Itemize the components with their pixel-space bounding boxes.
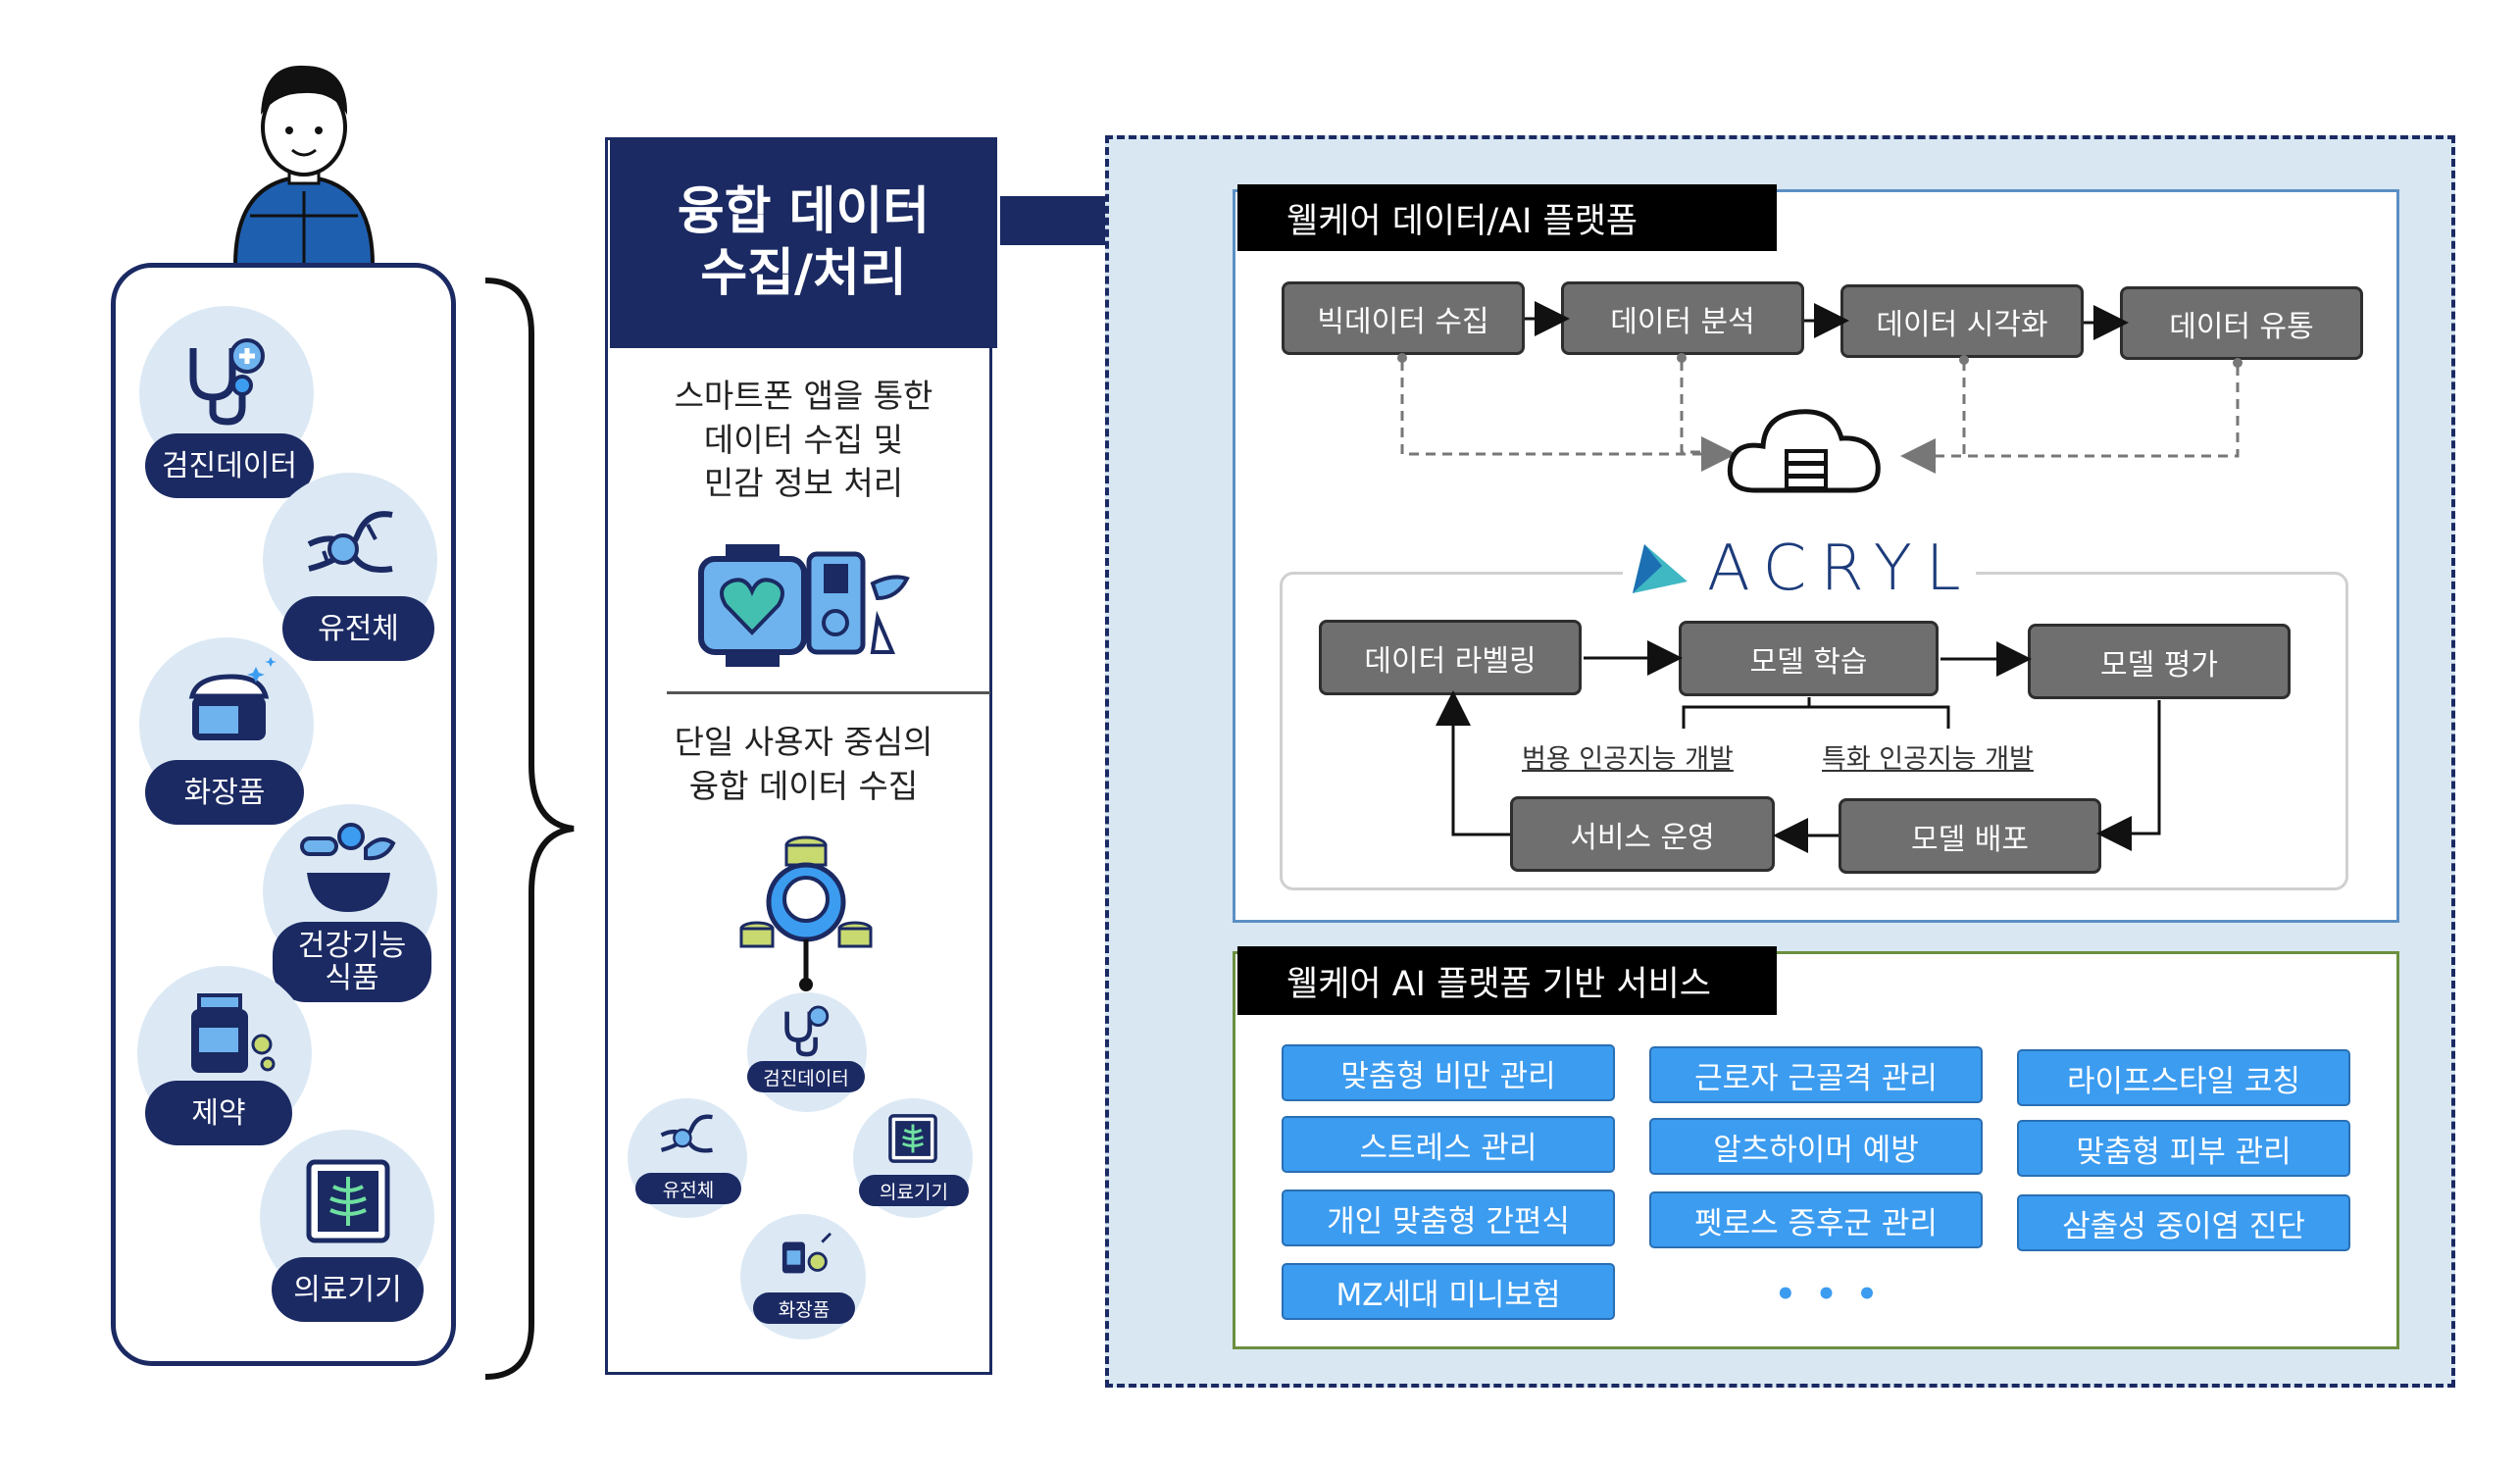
- header-line-1: 융합 데이터: [677, 182, 931, 242]
- smartphone-collection-text: 스마트폰 앱을 통한 데이터 수집 및 민감 정보 처리: [674, 377, 933, 503]
- cloud-database-icon: [1727, 409, 1881, 493]
- mini-stethoscope-icon: [775, 1000, 838, 1059]
- acryl-logo-icon: [1633, 544, 1688, 593]
- mini-label-medical-device: 의료기기: [859, 1175, 969, 1206]
- cycle-data-labeling: 데이터 라벨링: [1319, 620, 1582, 695]
- service-title: 웰케어 AI 플랫폼 기반 서비스: [1237, 946, 1777, 1015]
- cycle-model-training: 모델 학습: [1679, 621, 1939, 696]
- service-musculoskeletal-management: 근로자 근골격 관리: [1649, 1046, 1983, 1103]
- special-ai-development-label: 특화 인공지능 개발: [1822, 744, 2034, 775]
- fusion-data-header: 융합 데이터 수집/처리: [610, 137, 997, 348]
- mini-dna-icon: [655, 1108, 719, 1167]
- service-obesity-management: 맞춤형 비만 관리: [1282, 1044, 1615, 1101]
- service-stress-management: 스트레스 관리: [1282, 1116, 1615, 1173]
- pipeline-data-distribution: 데이터 유통: [2120, 286, 2363, 360]
- category-label-genome: 유전체: [282, 596, 434, 661]
- single-user-collection-text: 단일 사용자 중심의 융합 데이터 수집: [674, 723, 933, 805]
- cycle-model-deploy: 모델 배포: [1839, 798, 2101, 874]
- mini-xray-icon: [887, 1113, 941, 1167]
- supplement-bowl-icon: [294, 814, 402, 922]
- curly-brace: [484, 278, 575, 1380]
- service-pet-loss-management: 펫로스 증후군 관리: [1649, 1191, 1983, 1248]
- mini-label-cosmetics: 화장품: [753, 1292, 855, 1324]
- cosmetics-icon: [175, 652, 282, 760]
- mini-label-checkup: 검진데이터: [747, 1061, 865, 1092]
- pipeline-connectors: [1397, 301, 2243, 474]
- category-label-pharma: 제약: [145, 1081, 292, 1145]
- category-label-cosmetics: 화장품: [145, 760, 304, 825]
- header-line-2: 수집/처리: [700, 243, 907, 303]
- service-alzheimer-prevention: 알츠하이머 예방: [1649, 1118, 1983, 1175]
- service-mz-mini-insurance: MZ세대 미니보험: [1282, 1263, 1615, 1320]
- user-avatar-icon: [206, 65, 402, 275]
- service-convenience-meal: 개인 맞춤형 간편식: [1282, 1190, 1615, 1246]
- service-otitis-diagnosis: 삼출성 중이염 진단: [2017, 1194, 2350, 1251]
- acryl-logo: ACRYL: [1623, 530, 1976, 608]
- cycle-connectors: [1436, 640, 2161, 853]
- cycle-service-operation: 서비스 운영: [1510, 796, 1775, 872]
- more-services-ellipsis: • • •: [1775, 1275, 1882, 1314]
- pipeline-bigdata-collect: 빅데이터 수집: [1282, 281, 1525, 355]
- user-database-hub-icon: [739, 835, 873, 991]
- stethoscope-icon: [169, 324, 277, 431]
- platform-title: 웰케어 데이터/AI 플랫폼: [1237, 184, 1777, 251]
- mini-label-genome: 유전체: [635, 1173, 741, 1204]
- general-ai-development-label: 범용 인공지능 개발: [1522, 744, 1734, 775]
- cycle-model-evaluation: 모델 평가: [2028, 624, 2291, 699]
- smartphone-app-icon: [698, 544, 910, 667]
- dna-icon: [294, 495, 402, 593]
- service-skin-care: 맞춤형 피부 관리: [2017, 1120, 2350, 1177]
- service-lifestyle-coaching: 라이프스타일 코칭: [2017, 1049, 2350, 1106]
- mini-cosmetics-icon: [775, 1231, 838, 1285]
- middle-divider: [667, 691, 990, 694]
- medicine-bottle-icon: [176, 986, 284, 1084]
- category-label-checkup: 검진데이터: [145, 433, 314, 498]
- category-label-health-food: 건강기능 식품: [273, 922, 431, 1002]
- category-label-medical-device: 의료기기: [272, 1257, 424, 1322]
- acryl-logo-text: ACRYL: [1707, 532, 1975, 605]
- pipeline-data-visualization: 데이터 시각화: [1840, 284, 2084, 358]
- xray-icon: [294, 1147, 402, 1255]
